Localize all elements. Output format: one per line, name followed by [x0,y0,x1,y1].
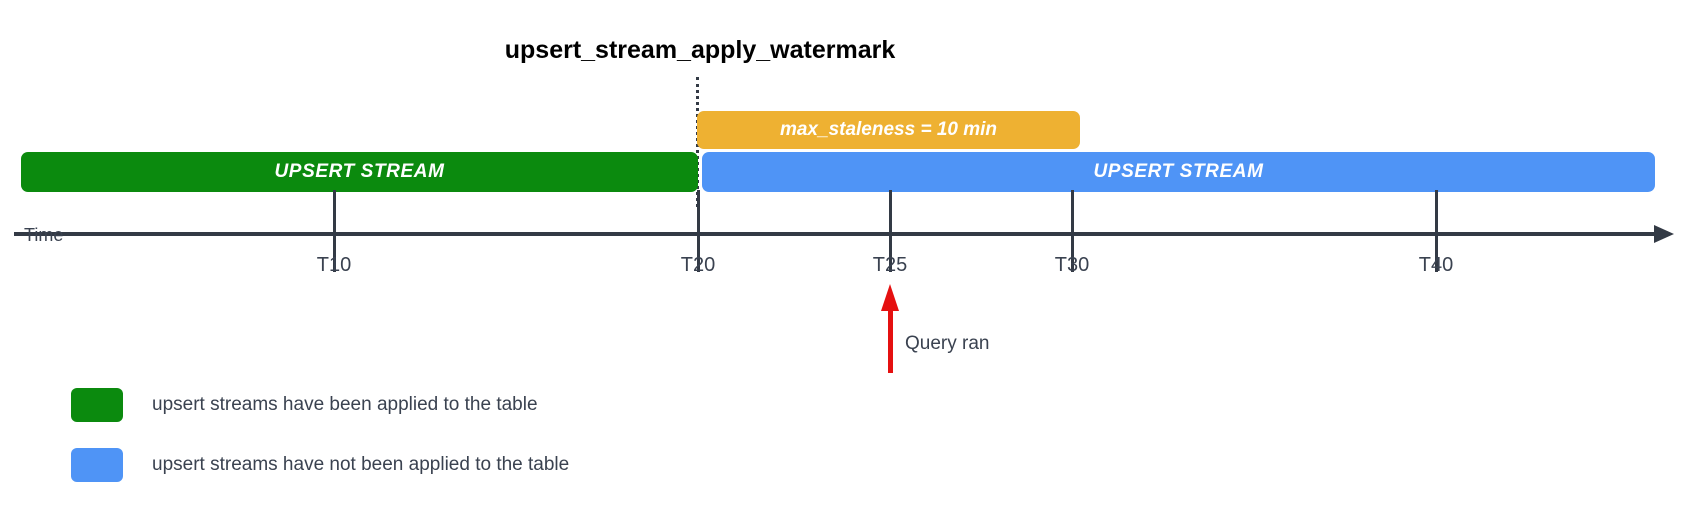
upsert-stream-applied-bar: UPSERT STREAM [21,152,698,192]
time-axis-arrow-icon [1654,225,1674,243]
legend-label-not-applied: upsert streams have not been applied to … [152,454,570,475]
legend-swatch-blue [71,448,123,482]
upsert-stream-not-applied-label: UPSERT STREAM [1093,161,1264,182]
page-title: upsert_stream_apply_watermark [504,36,896,64]
query-ran-arrow-shaft [888,310,893,373]
upsert-stream-applied-label: UPSERT STREAM [274,161,445,182]
axis-tick-t20 [697,190,700,272]
query-ran-label: Query ran [905,333,990,354]
axis-tick-label-t40: T40 [1418,254,1454,276]
axis-tick-t10 [333,190,336,272]
axis-tick-t30 [1071,190,1074,272]
axis-tick-label-t25: T25 [872,254,908,276]
axis-tick-label-t20: T20 [680,254,716,276]
max-staleness-label: max_staleness = 10 min [779,119,998,140]
time-axis-line [14,232,1662,236]
upsert-stream-not-applied-bar: UPSERT STREAM [702,152,1655,192]
query-ran-arrow-icon [881,284,899,311]
axis-tick-label-t30: T30 [1054,254,1090,276]
legend-label-applied: upsert streams have been applied to the … [152,394,538,415]
axis-tick-t25 [889,190,892,272]
legend-item-applied: upsert streams have been applied to the … [71,388,538,422]
time-axis-label: Time [24,225,64,245]
axis-tick-label-t10: T10 [316,254,352,276]
legend-swatch-green [71,388,123,422]
max-staleness-bar: max_staleness = 10 min [697,111,1080,149]
legend-item-not-applied: upsert streams have not been applied to … [71,448,569,482]
axis-tick-t40 [1435,190,1438,272]
